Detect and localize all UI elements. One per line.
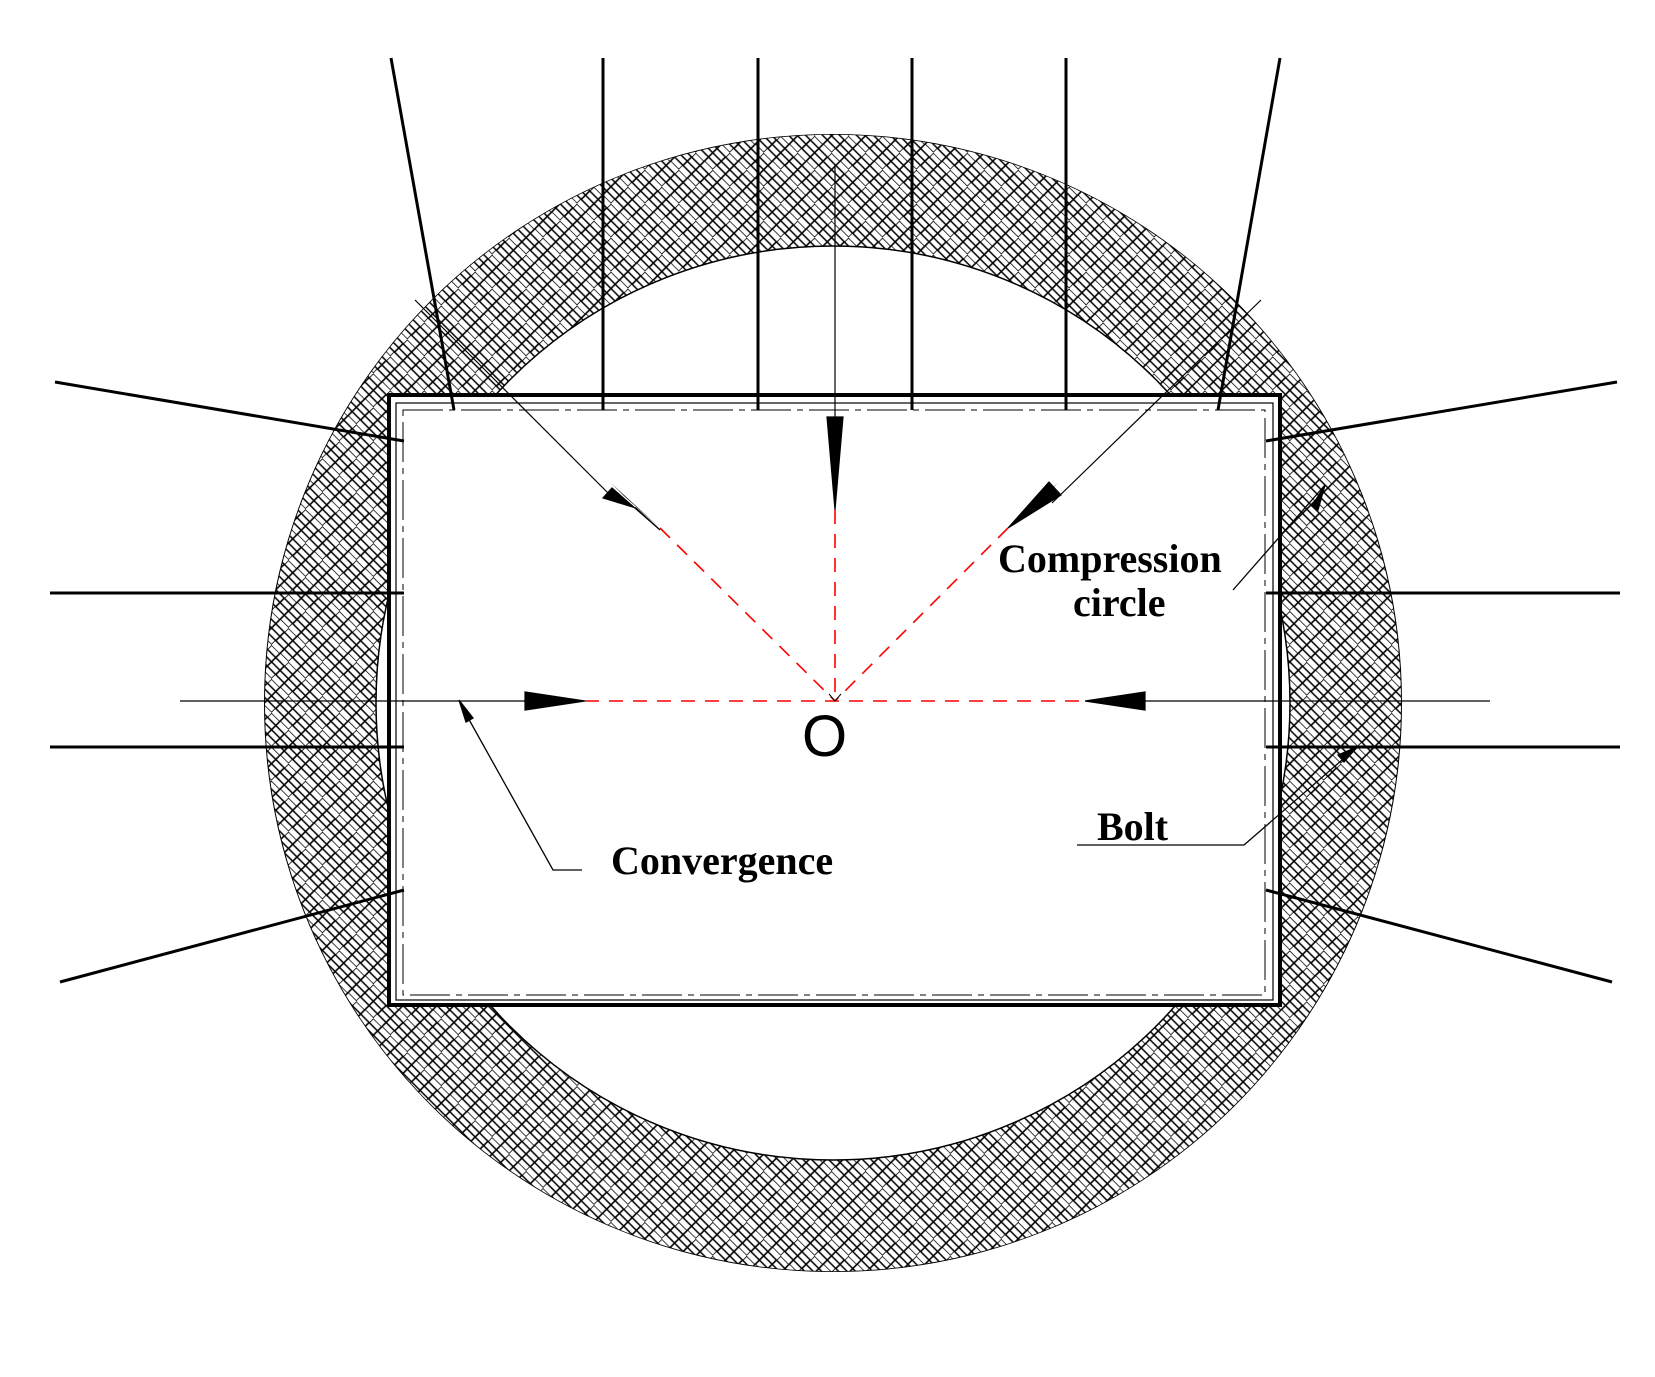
bolt — [1216, 57, 1282, 411]
roof-bolts — [389, 57, 1282, 411]
bolt — [389, 57, 456, 411]
compression-circle-label-line2: circle — [1073, 580, 1166, 625]
compression-circle-label-line1: Compression — [998, 536, 1222, 581]
bolt — [59, 888, 405, 984]
arrowhead — [524, 691, 586, 711]
arrowhead — [826, 416, 844, 511]
rib-bolts — [50, 380, 1620, 984]
bolt — [1265, 380, 1618, 443]
leader-lines — [458, 484, 1358, 871]
bolt-label: Bolt — [1097, 804, 1169, 849]
center-point-label: O — [802, 704, 847, 769]
diagonal-arrowheads — [611, 483, 1058, 528]
convergence-label: Convergence — [611, 838, 833, 883]
center-tick — [828, 693, 842, 702]
bolt — [54, 380, 405, 443]
arrowhead — [601, 487, 661, 531]
arrowhead — [1084, 691, 1146, 711]
compression-ring — [264, 134, 1402, 1272]
bolt — [1265, 888, 1613, 984]
